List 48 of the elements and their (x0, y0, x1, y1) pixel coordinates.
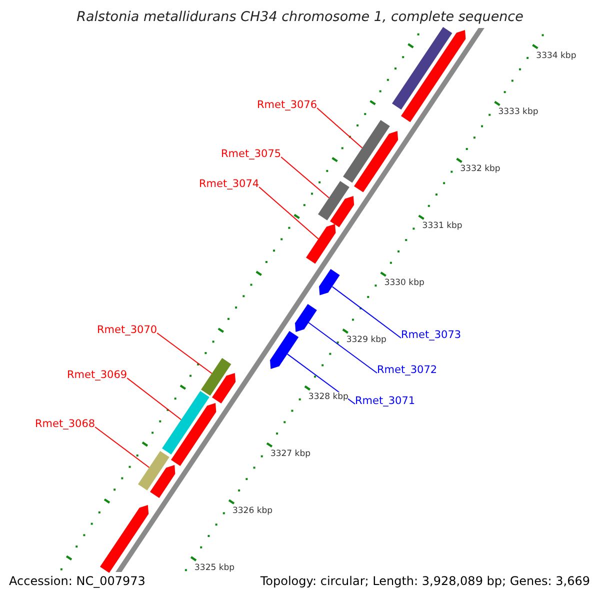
gene-feature (318, 181, 350, 221)
gene-feature (306, 224, 336, 264)
gene-feature (319, 268, 340, 296)
leader-line (280, 156, 330, 198)
gene-feature (212, 373, 236, 404)
gene-feature (400, 30, 466, 122)
gene-label: Rmet_3076 (257, 99, 318, 111)
leader-line (258, 186, 319, 240)
gene-label: Rmet_3074 (199, 178, 260, 190)
scale-label: 3328 kbp (308, 392, 348, 402)
leader-line (126, 378, 182, 420)
accession-text: Accession: NC_007973 (9, 574, 146, 588)
leader-line (332, 286, 402, 338)
gene-feature (330, 196, 354, 228)
scale-label: 3333 kbp (498, 107, 538, 118)
scale-label: 3326 kbp (232, 506, 273, 516)
genome-info-text: Topology: circular; Length: 3,928,089 bp; Genes: 3,669 (260, 574, 590, 588)
gene-feature (294, 304, 317, 332)
gene-label: Rmet_3070 (97, 324, 158, 336)
scale-label: 3334 kbp (536, 50, 576, 61)
gene-feature (343, 120, 390, 182)
gene-label: Rmet_3072 (377, 364, 438, 376)
gene-feature (354, 130, 398, 192)
gene-feature (138, 450, 170, 490)
gene-feature (162, 390, 210, 454)
scale-label: 3327 kbp (270, 448, 310, 459)
gene-feature (201, 358, 232, 396)
scale-label: 3329 kbp (346, 335, 386, 346)
leader-line (308, 322, 378, 374)
gene-feature (392, 27, 452, 110)
leader-line (156, 332, 212, 374)
scale-label: 3331 kbp (422, 221, 462, 232)
gene-label: Rmet_3068 (35, 418, 96, 430)
gene-label: Rmet_3075 (221, 148, 282, 160)
leader-line (316, 108, 363, 148)
scale-label: 3325 kbp (194, 562, 235, 573)
scale-label: 3330 kbp (384, 278, 424, 288)
gene-label: Rmet_3069 (67, 369, 128, 381)
scale-label: 3332 kbp (460, 164, 500, 174)
gene-label: Rmet_3071 (355, 395, 416, 407)
gene-feature (150, 465, 175, 498)
title: Ralstonia metallidurans CH34 chromosome 1, complete sequence (76, 9, 524, 25)
gene-feature (170, 403, 216, 466)
gene-feature (100, 504, 148, 573)
gene-label: Rmet_3073 (401, 329, 462, 341)
leader-line (94, 426, 150, 468)
leader-line (286, 354, 356, 404)
gene-feature (270, 330, 299, 368)
